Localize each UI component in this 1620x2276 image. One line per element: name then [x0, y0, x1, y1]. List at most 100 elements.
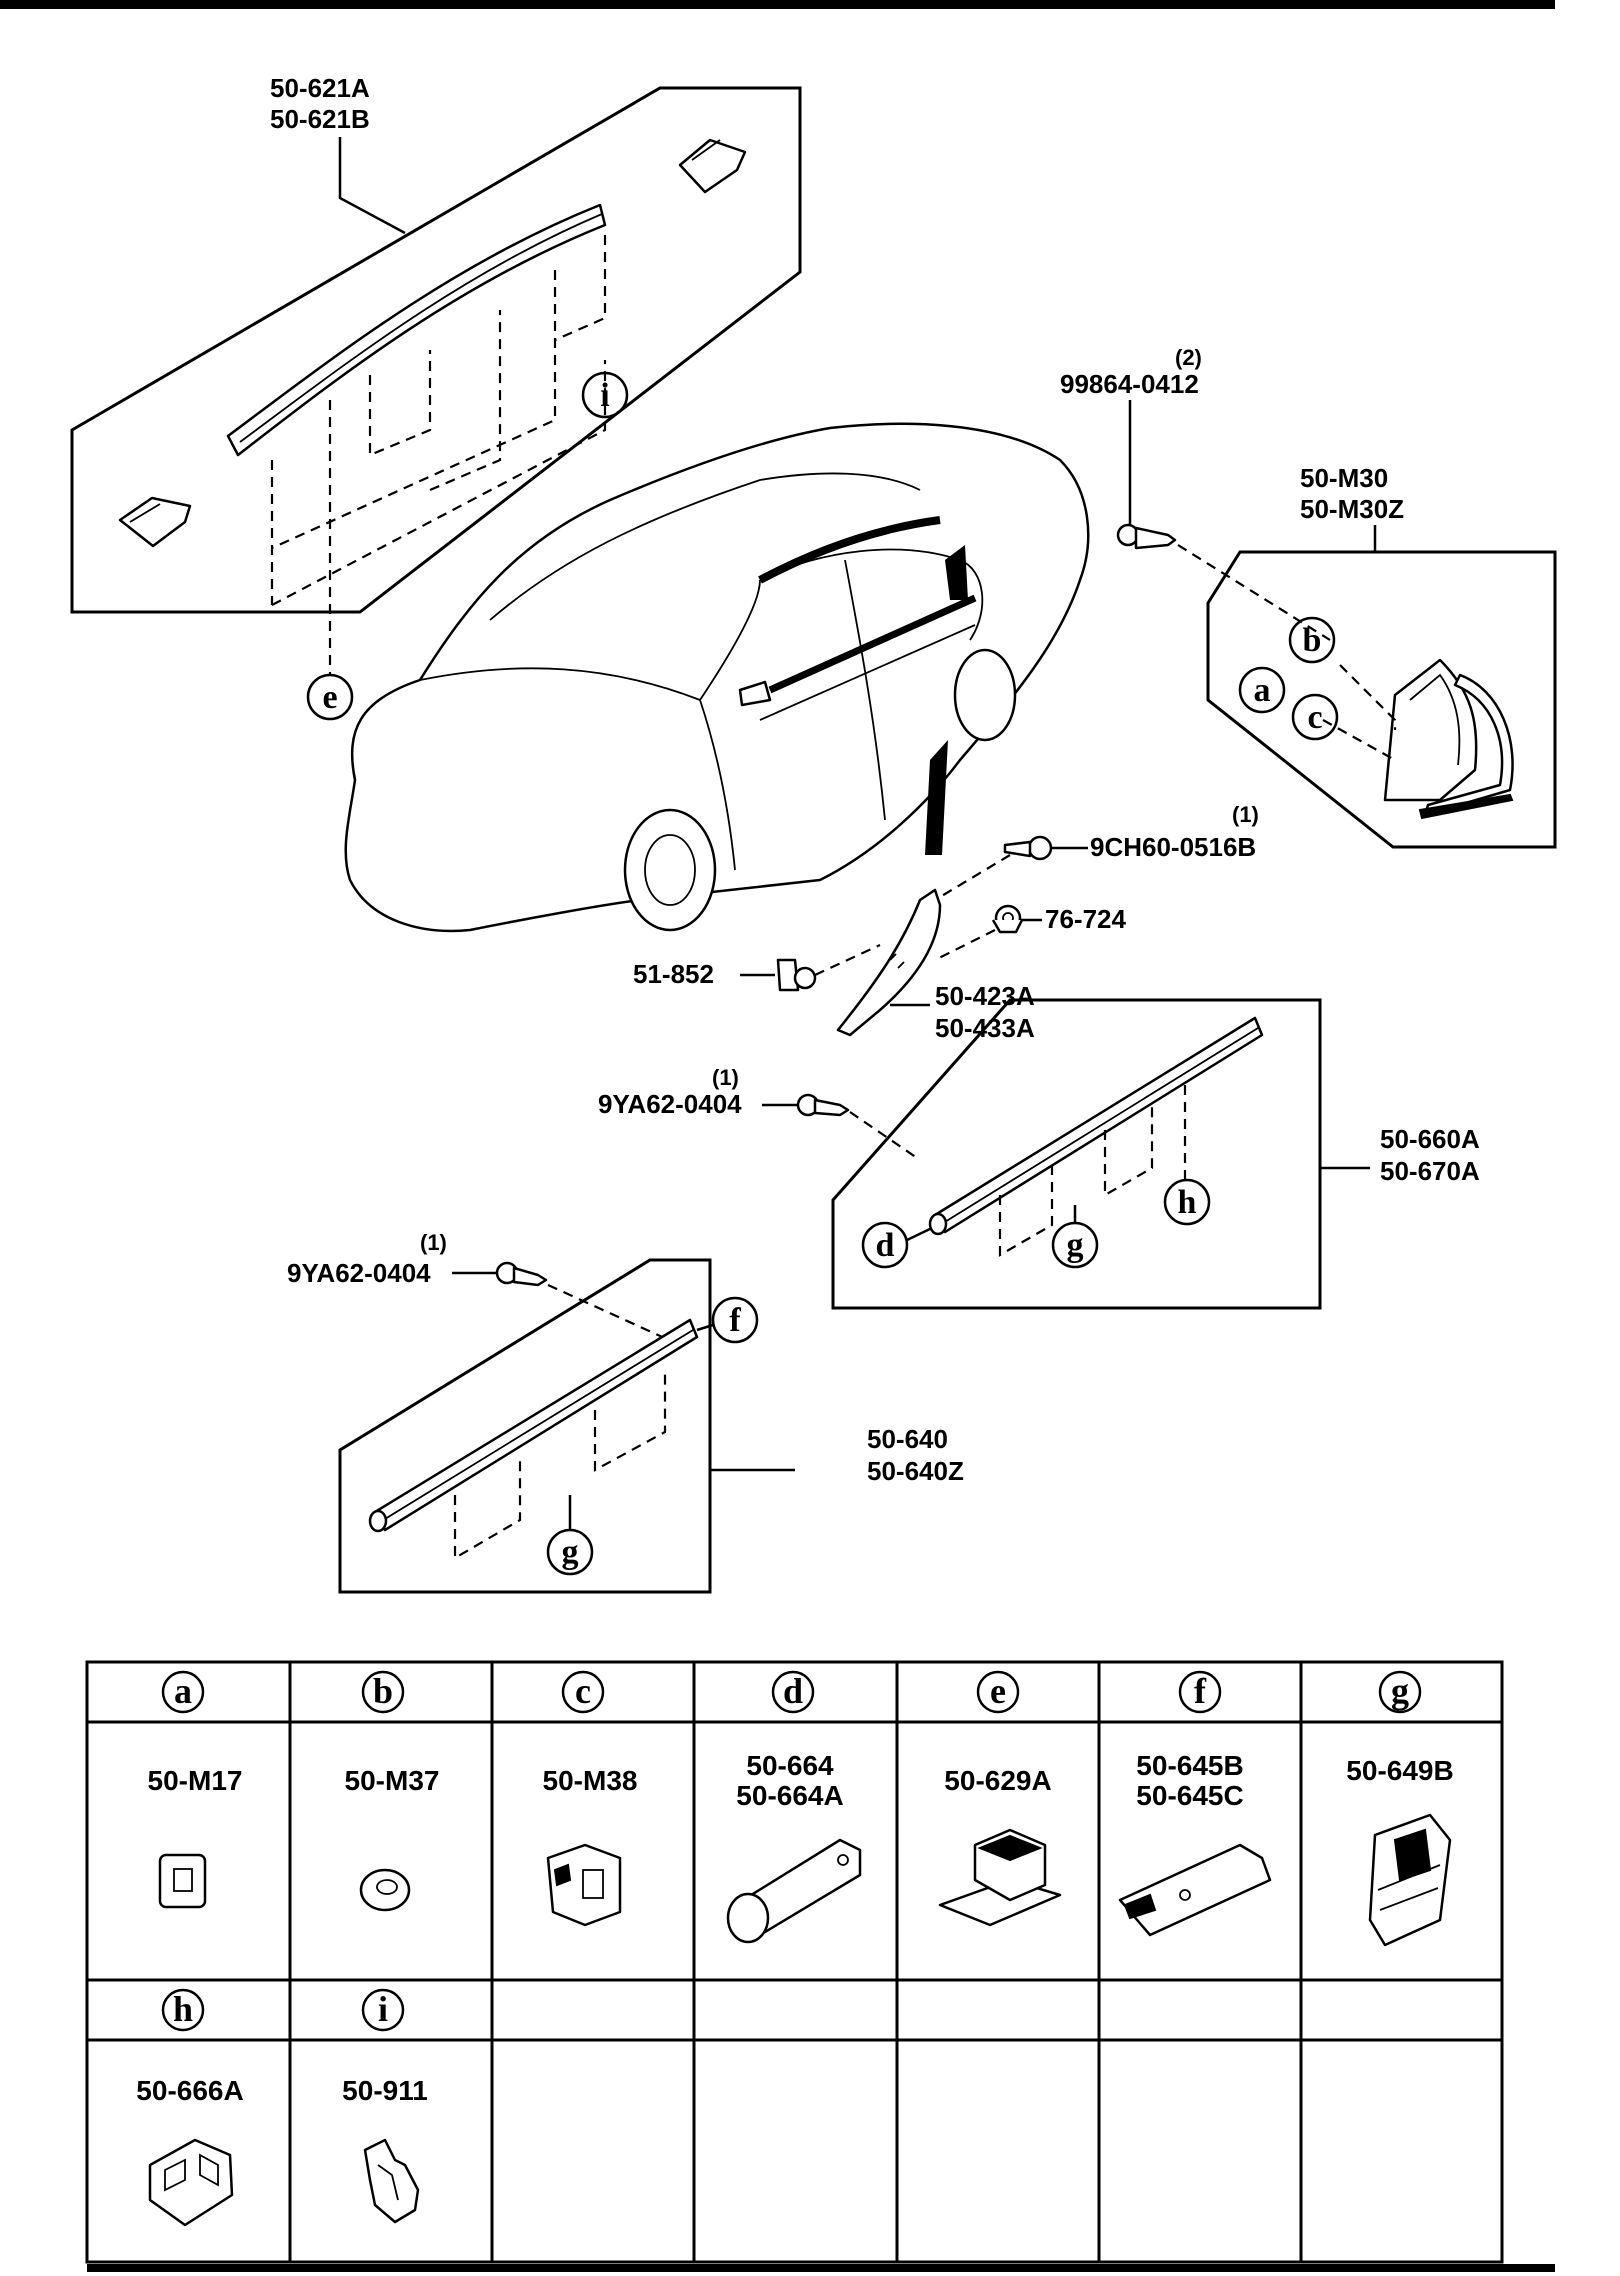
rear-molding-number-alt: 50-670A	[1380, 1156, 1480, 1186]
car-illustration	[344, 422, 1090, 933]
front-molding-end	[368, 1509, 388, 1533]
car-front-wheel	[623, 808, 717, 932]
callout-d-leader	[906, 1226, 933, 1242]
screw-top-number: 99864-0412	[1060, 369, 1199, 399]
garnish-piece	[1383, 658, 1478, 802]
screw-top-dash	[1177, 544, 1331, 641]
roof-molding-leader	[338, 137, 406, 235]
garnish-number-alt: 50-M30Z	[1300, 494, 1404, 524]
screw-front-qty: (1)	[420, 1230, 447, 1255]
callout-i-top-letter: i	[600, 377, 609, 414]
legend-cell-e: e 50-629A	[938, 1670, 1062, 1927]
clip-mid-icon	[991, 904, 1024, 934]
screw-rear-dash	[849, 1111, 921, 1161]
callout-e-letter: e	[322, 679, 337, 716]
front-dash-1	[453, 1455, 522, 1560]
roof-dash-3	[368, 350, 432, 457]
rear-molding-end	[928, 1212, 948, 1236]
legend-part-b: 50-M37	[345, 1765, 440, 1796]
clip-mid-number: 76-724	[1045, 904, 1126, 934]
front-molding-number: 50-640	[867, 1424, 948, 1454]
legend-part-f-1: 50-645B	[1136, 1750, 1243, 1781]
legend-letter-i: i	[378, 1989, 388, 2029]
callout-h-letter: h	[1178, 1184, 1197, 1221]
nut-left-number: 51-852	[633, 959, 714, 989]
callout-a: a	[1238, 666, 1286, 714]
car-b-pillar	[844, 559, 886, 821]
legend-part-e: 50-629A	[944, 1765, 1051, 1796]
bolt-mid-dash	[934, 854, 1011, 901]
rear-molding-number: 50-660A	[1380, 1124, 1480, 1154]
screw-top-qty: (2)	[1175, 345, 1202, 370]
legend-part-d-1: 50-664	[746, 1750, 834, 1781]
roof-clip-right-detail	[691, 139, 721, 161]
screw-rear-qty: (1)	[712, 1065, 739, 1090]
mudguard-piece	[836, 888, 942, 1037]
legend-letter-g: g	[1391, 1671, 1409, 1711]
callout-f-leader	[696, 1323, 714, 1332]
callout-e: e	[306, 673, 354, 721]
front-molding-number-alt: 50-640Z	[867, 1456, 964, 1486]
legend-letter-c: c	[575, 1671, 591, 1711]
end-cap-icon	[726, 1838, 862, 1944]
bracket-clip-icon	[938, 1828, 1062, 1927]
garnish-seal-edge	[1418, 793, 1514, 820]
legend-part-c: 50-M38	[543, 1765, 638, 1796]
car-roof-line	[489, 472, 921, 621]
car-window-line	[759, 548, 984, 641]
legend-letter-d: d	[783, 1671, 803, 1711]
garnish-box	[1206, 550, 1557, 849]
screw-rear-icon	[796, 1093, 850, 1117]
legend-grid	[85, 1660, 1555, 2272]
callout-g-rear-letter: g	[1067, 1227, 1084, 1264]
front-molding-strip	[373, 1318, 699, 1532]
roof-molding-number-alt: 50-621B	[270, 104, 370, 134]
legend-letter-e: e	[990, 1671, 1006, 1711]
screw-front-dash	[547, 1283, 681, 1347]
car-belt-molding	[768, 594, 977, 694]
roof-clip-left-detail	[129, 503, 161, 523]
car-beltline	[759, 624, 976, 721]
legend-cell-i: i 50-911	[342, 1988, 428, 2224]
callout-i-top: i	[581, 371, 629, 419]
mudguard-holes	[889, 953, 905, 969]
callout-f: f	[711, 1296, 759, 1344]
roof-molding-edge	[239, 213, 603, 443]
bolt-mid-number: 9CH60-0516B	[1090, 832, 1256, 862]
bolt-mid-icon	[1003, 835, 1053, 861]
roof-dash-7	[271, 360, 607, 606]
bolt-mid-qty: (1)	[1232, 802, 1259, 827]
garnish-inner	[1409, 673, 1461, 766]
mudguard-number: 50-423A	[935, 981, 1035, 1011]
car-roof-molding	[758, 516, 941, 584]
legend-cell-c: c 50-M38	[543, 1670, 638, 1927]
callout-f-letter: f	[729, 1302, 741, 1339]
square-clip-icon	[158, 1853, 207, 1909]
retainer-clip-icon	[1368, 1813, 1452, 1947]
rear-dash-2	[1103, 1105, 1154, 1197]
callout-g-rear: g	[1051, 1221, 1099, 1269]
roof-molding-number: 50-621A	[270, 73, 370, 103]
legend-part-g: 50-649B	[1346, 1755, 1453, 1786]
callout-d: d	[861, 1221, 909, 1269]
rear-molding-strip	[933, 1016, 1264, 1234]
callout-a-letter: a	[1254, 672, 1271, 709]
bottom-rule	[87, 2264, 1555, 2272]
callout-g-front-letter: g	[562, 1534, 579, 1571]
front-molding-edge	[379, 1329, 694, 1523]
molding-end-icon	[1118, 1843, 1272, 1937]
callout-c: c	[1291, 693, 1339, 741]
legend-letter-b: b	[373, 1671, 393, 1711]
grommet-icon	[359, 1868, 411, 1912]
screw-front-number: 9YA62-0404	[287, 1258, 431, 1288]
callout-d-letter: d	[876, 1227, 895, 1264]
legend-cell-h: h 50-666A	[136, 1988, 244, 2227]
legend-letter-f: f	[1194, 1671, 1207, 1711]
screw-top-icon	[1116, 523, 1177, 550]
block-clip-icon	[148, 2138, 234, 2227]
legend-cell-g: g 50-649B	[1346, 1670, 1454, 1947]
front-dash-2	[593, 1368, 667, 1472]
legend-part-d-2: 50-664A	[736, 1780, 843, 1811]
car-corner-garnish	[945, 545, 968, 600]
